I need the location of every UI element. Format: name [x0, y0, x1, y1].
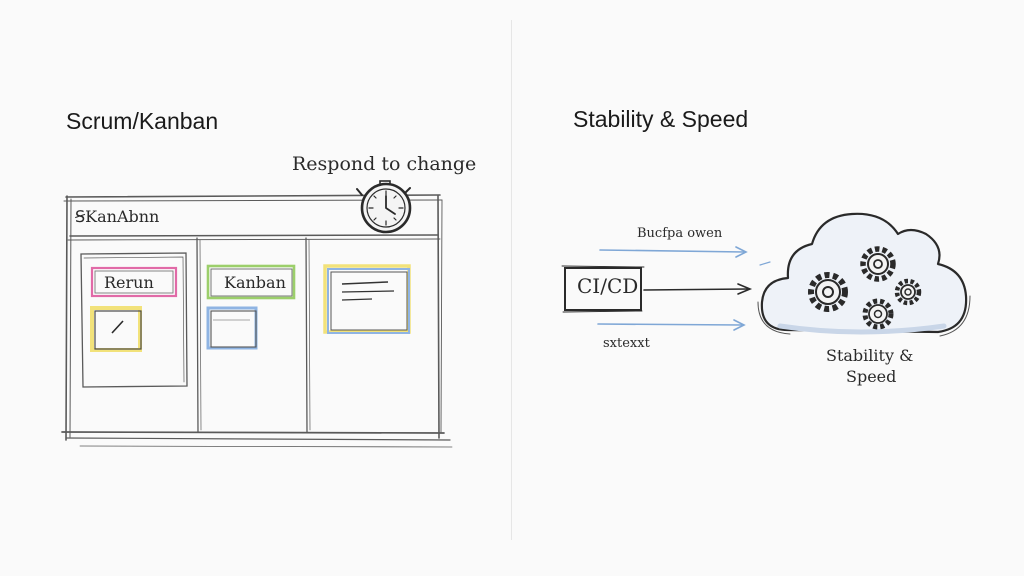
stability-speed-heading: Stability & Speed: [573, 106, 749, 132]
panel-divider: [511, 20, 512, 540]
top-arrow-label: Bucfpa owen: [637, 226, 723, 241]
rerun-card-label: Rerun: [104, 273, 154, 292]
cloud-label-line2: Speed: [846, 367, 897, 386]
ci-cd-box-label: CI/CD: [577, 274, 639, 298]
stopwatch-icon: [356, 180, 412, 234]
respond-to-change-note: Respond to change: [292, 153, 477, 175]
bottom-arrow-label: sxtexxt: [603, 336, 650, 351]
board-title: ꞨKanAbnn: [75, 207, 160, 226]
cloud-label-line1: Stability &: [826, 346, 914, 365]
scrum-kanban-heading: Scrum/Kanban: [66, 108, 219, 134]
gear-icon: [808, 246, 922, 330]
kanban-card-label: Kanban: [224, 273, 286, 292]
